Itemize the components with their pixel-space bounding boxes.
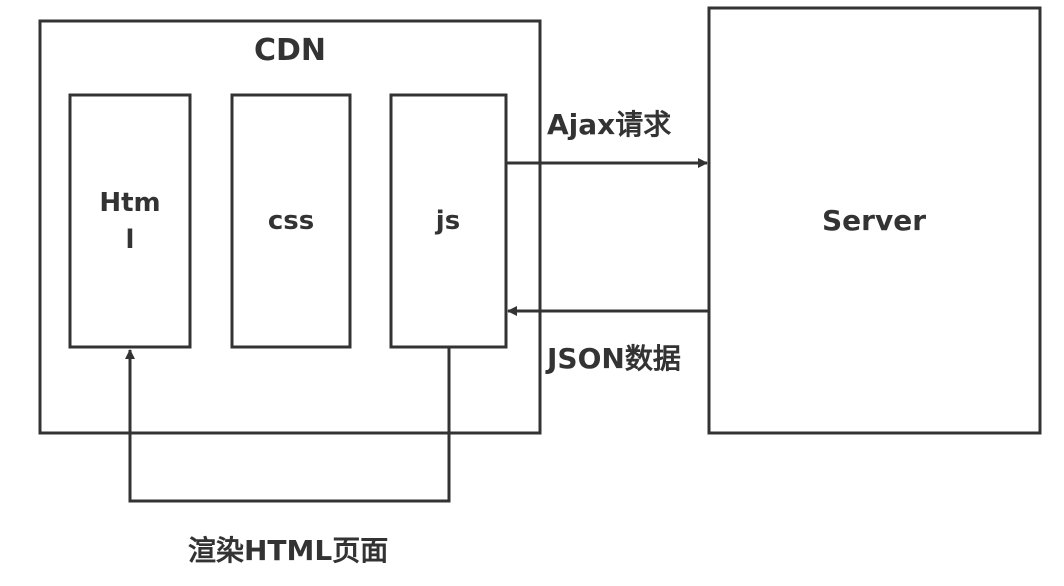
html-label-line2: l xyxy=(126,225,135,255)
cdn-container xyxy=(38,19,542,435)
css-label: css xyxy=(268,206,314,236)
render-html-label: 渲染HTML页面 xyxy=(188,534,388,567)
server-label: Server xyxy=(822,204,926,237)
js-label: js xyxy=(435,206,460,236)
cdn-title: CDN xyxy=(254,33,326,68)
html-box xyxy=(68,93,192,349)
html-label-line1: Htm xyxy=(99,188,160,218)
json-response-label: JSON数据 xyxy=(545,342,681,375)
css-box xyxy=(230,93,352,349)
server-box xyxy=(707,6,1042,435)
render-html-arrow xyxy=(125,347,451,503)
ajax-request-label: Ajax请求 xyxy=(547,108,671,141)
